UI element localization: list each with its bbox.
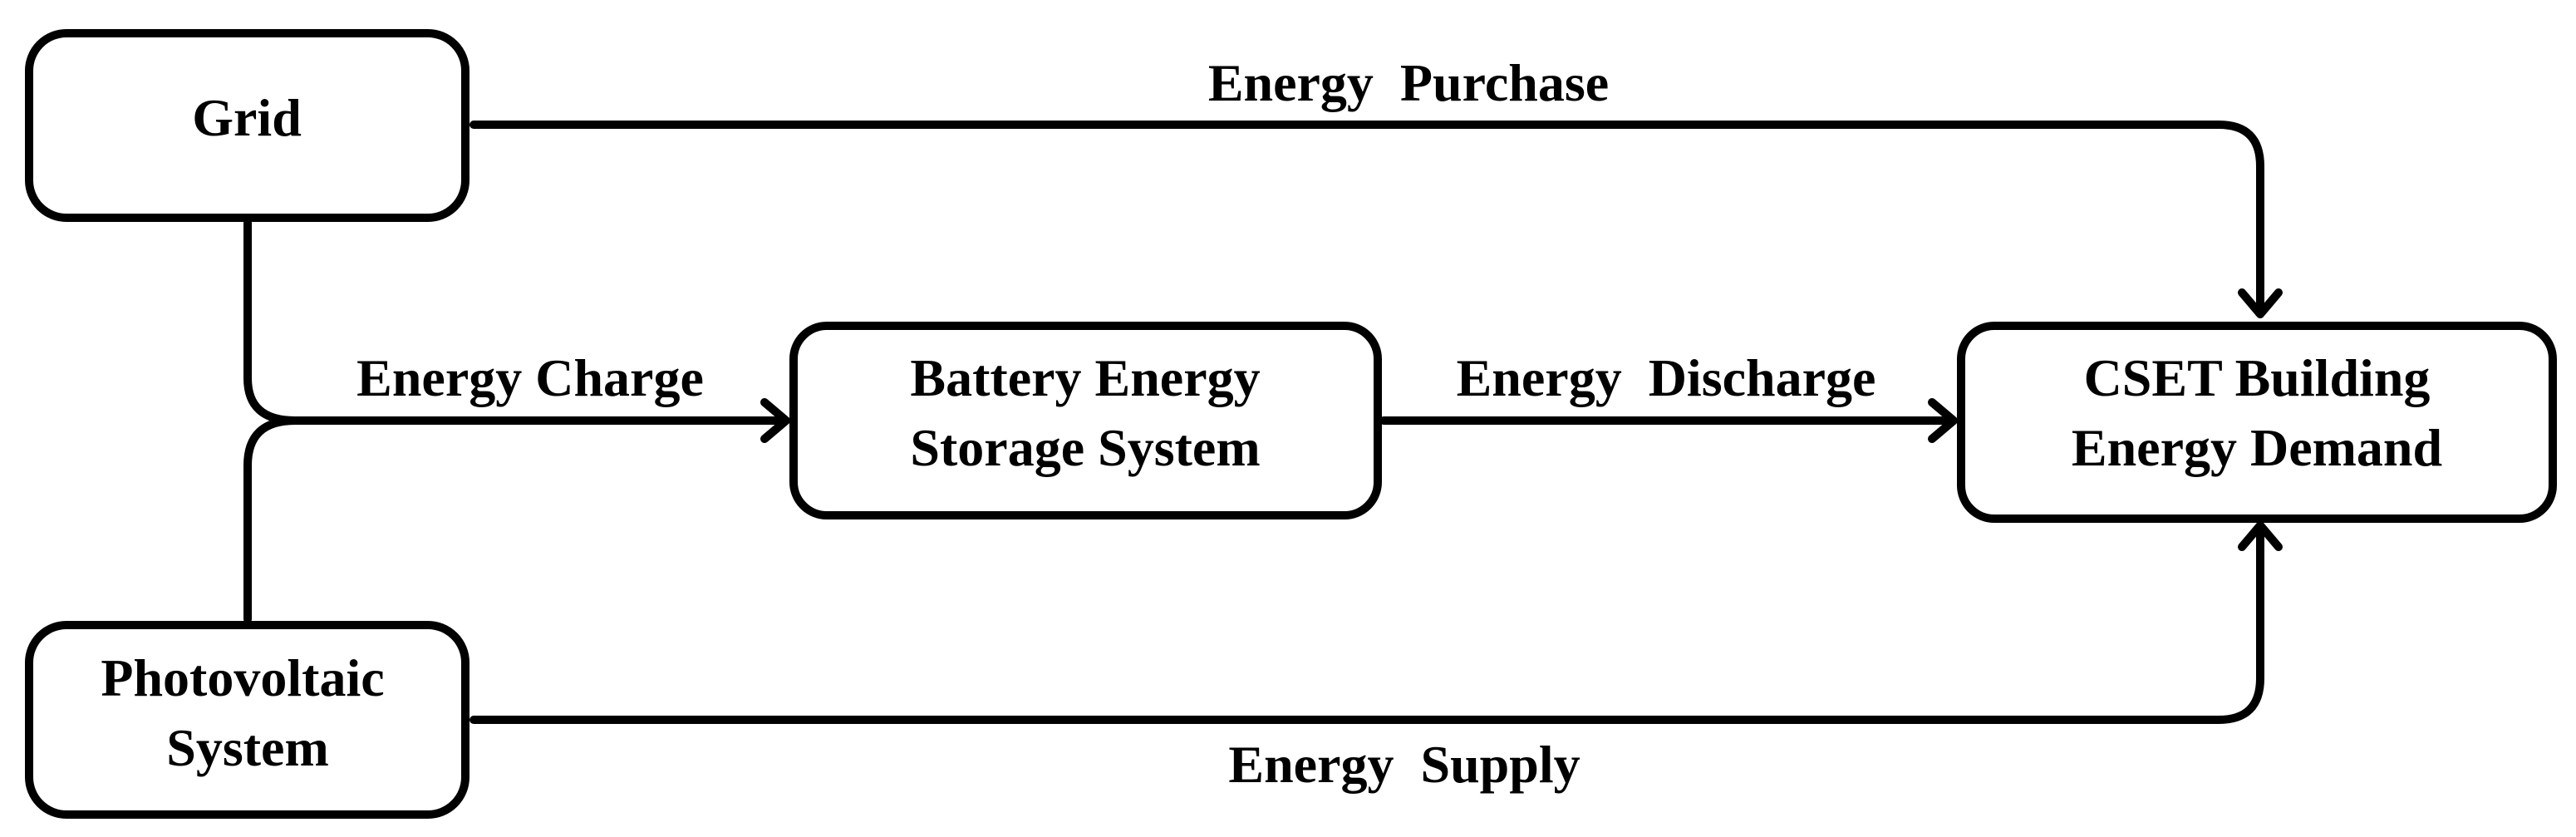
energy-discharge-arrowhead xyxy=(1928,398,1958,443)
battery-storage-box xyxy=(789,322,1382,519)
cset-building-node: CSET Building Energy Demand xyxy=(1957,322,2557,523)
energy-supply-arrowhead xyxy=(2238,521,2283,551)
energy-discharge-label: Energy Discharge xyxy=(1457,348,1876,407)
battery-storage-node: Battery Energy Storage System xyxy=(789,322,1382,519)
grid-box xyxy=(25,29,469,222)
energy-purchase-label: Energy Purchase xyxy=(1208,53,1609,112)
photovoltaic-box xyxy=(25,621,469,819)
photovoltaic-node: Photovoltaic System xyxy=(25,621,469,819)
cset-building-label-line1: CSET Building xyxy=(2084,348,2431,407)
energy-purchase-line xyxy=(469,121,2264,313)
grid-label: Grid xyxy=(192,88,302,147)
photovoltaic-label-line1: Photovoltaic xyxy=(101,648,384,707)
energy-charge-arrowhead xyxy=(760,398,790,443)
energy-supply-line xyxy=(469,526,2264,724)
battery-storage-label-line1: Battery Energy xyxy=(910,348,1260,407)
cset-building-box xyxy=(1957,322,2557,523)
energy-charge-label: Energy Charge xyxy=(356,348,704,407)
pv-charge-line xyxy=(243,416,299,623)
photovoltaic-label-line2: System xyxy=(166,718,329,777)
grid-node: Grid xyxy=(25,29,469,222)
energy-supply-label: Energy Supply xyxy=(1228,735,1580,794)
cset-building-label-line2: Energy Demand xyxy=(2072,418,2442,477)
energy-purchase-arrowhead xyxy=(2238,288,2283,318)
battery-storage-label-line2: Storage System xyxy=(910,418,1260,477)
grid-charge-line xyxy=(243,219,299,425)
